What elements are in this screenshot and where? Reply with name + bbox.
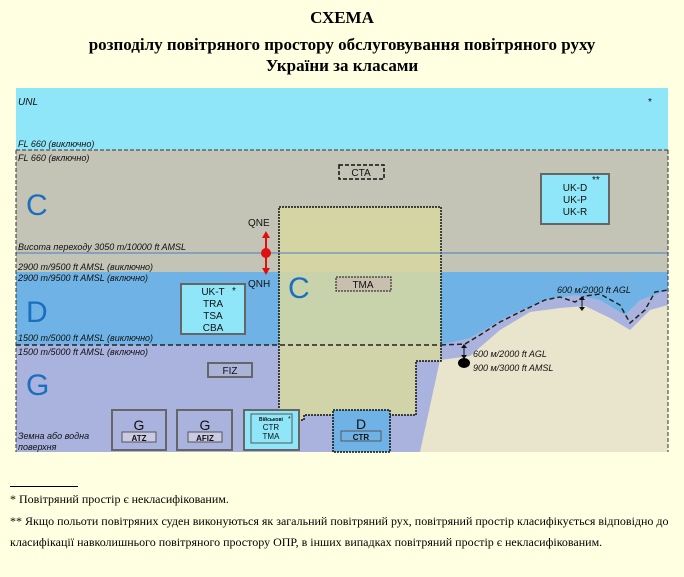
ctr-label: CTR [353, 433, 370, 442]
military-note: * [288, 416, 291, 423]
class-g-letter: G [26, 369, 49, 402]
fiz-label: FIZ [223, 366, 238, 377]
fl660-incl-label: FL 660 (включно) [18, 153, 89, 163]
ctr-class: D [356, 416, 366, 432]
cba-label: CBA [203, 323, 224, 334]
agl-upper-label: 600 м/2000 ft AGL [557, 285, 631, 295]
ctr-box: D CTR [332, 409, 391, 453]
class-c-tma-letter: C [288, 272, 310, 305]
footnote-2: ** Якщо польоти повітряних суден виконую… [10, 514, 669, 549]
military-label: Військові [259, 416, 283, 423]
afiz-box: G AFIZ [176, 409, 233, 451]
temporary-note: * [232, 286, 236, 297]
title-line-3: України за класами [265, 56, 419, 75]
terrain [420, 305, 668, 452]
military-ctr-label: CTR [263, 423, 280, 432]
tsa-label: TSA [203, 311, 223, 322]
uk-t-label: UK-T [201, 287, 224, 298]
title-line-2: розподілу повітряного простору обслугову… [88, 35, 596, 54]
uk-p-label: UK-P [563, 195, 587, 206]
military-tma-label: TMA [263, 432, 281, 441]
footnote-divider [10, 486, 78, 487]
fiz-box [207, 362, 253, 378]
alt1500-incl-label: 1500 m/5000 ft AMSL (включно) [18, 347, 148, 357]
height-arrow-icon [461, 296, 585, 359]
transition-label: Висота переходу 3050 m/10000 ft AMSL [18, 242, 186, 252]
surface-label-2: поверхня [18, 442, 57, 452]
uk-r-label: UK-R [563, 207, 587, 218]
qne-qnh-arrow-icon [261, 231, 271, 275]
amsl-lower-label: 900 м/3000 ft AMSL [473, 363, 553, 373]
unl-label: UNL [18, 97, 38, 108]
atz-label: ATZ [132, 434, 147, 443]
agl-lower-label: 600 м/2000 ft AGL [473, 349, 547, 359]
alt2900-excl-label: 2900 m/9500 ft AMSL (виключно) [17, 262, 153, 272]
unl-band [16, 88, 668, 150]
surface-label-1: Земна або водна [18, 431, 89, 441]
afiz-label: AFIZ [196, 434, 214, 443]
afiz-class: G [200, 417, 211, 433]
cta-label: CTA [351, 168, 371, 179]
military-ctr-tma-box: Військові * CTR TMA [243, 409, 300, 451]
atz-box: G ATZ [111, 409, 167, 451]
uk-d-label: UK-D [563, 183, 587, 194]
footnote-1: * Повітряний простір є некласифікованим. [10, 492, 229, 506]
unl-note: * [648, 97, 652, 108]
tma-box [335, 276, 392, 292]
qne-label: QNE [248, 218, 270, 229]
tma-label: TMA [352, 280, 373, 291]
class-c-letter: C [26, 189, 48, 222]
atz-class: G [134, 417, 145, 433]
agl-boundary [440, 289, 669, 346]
temporary-areas-box: UK-T TRA TSA CBA * [180, 283, 246, 335]
fl660-excl-label: FL 660 (виключно) [18, 139, 94, 149]
alt2900-incl-label: 2900 m/9500 ft AMSL (включно) [17, 273, 148, 283]
title-line-1: СХЕМА [310, 8, 374, 27]
restricted-note: ** [592, 175, 600, 186]
cta-box [338, 164, 385, 180]
qnh-label: QNH [248, 279, 270, 290]
terrain-point-icon [458, 358, 470, 368]
alt1500-excl-label: 1500 m/5000 ft AMSL (виключно) [18, 333, 153, 343]
airspace-diagram: UNL * FL 660 (виключно) FL 660 (включно)… [15, 88, 669, 453]
class-d-letter: D [26, 296, 48, 329]
restricted-areas-box: UK-D UK-P UK-R ** [540, 173, 610, 225]
tra-label: TRA [203, 299, 223, 310]
